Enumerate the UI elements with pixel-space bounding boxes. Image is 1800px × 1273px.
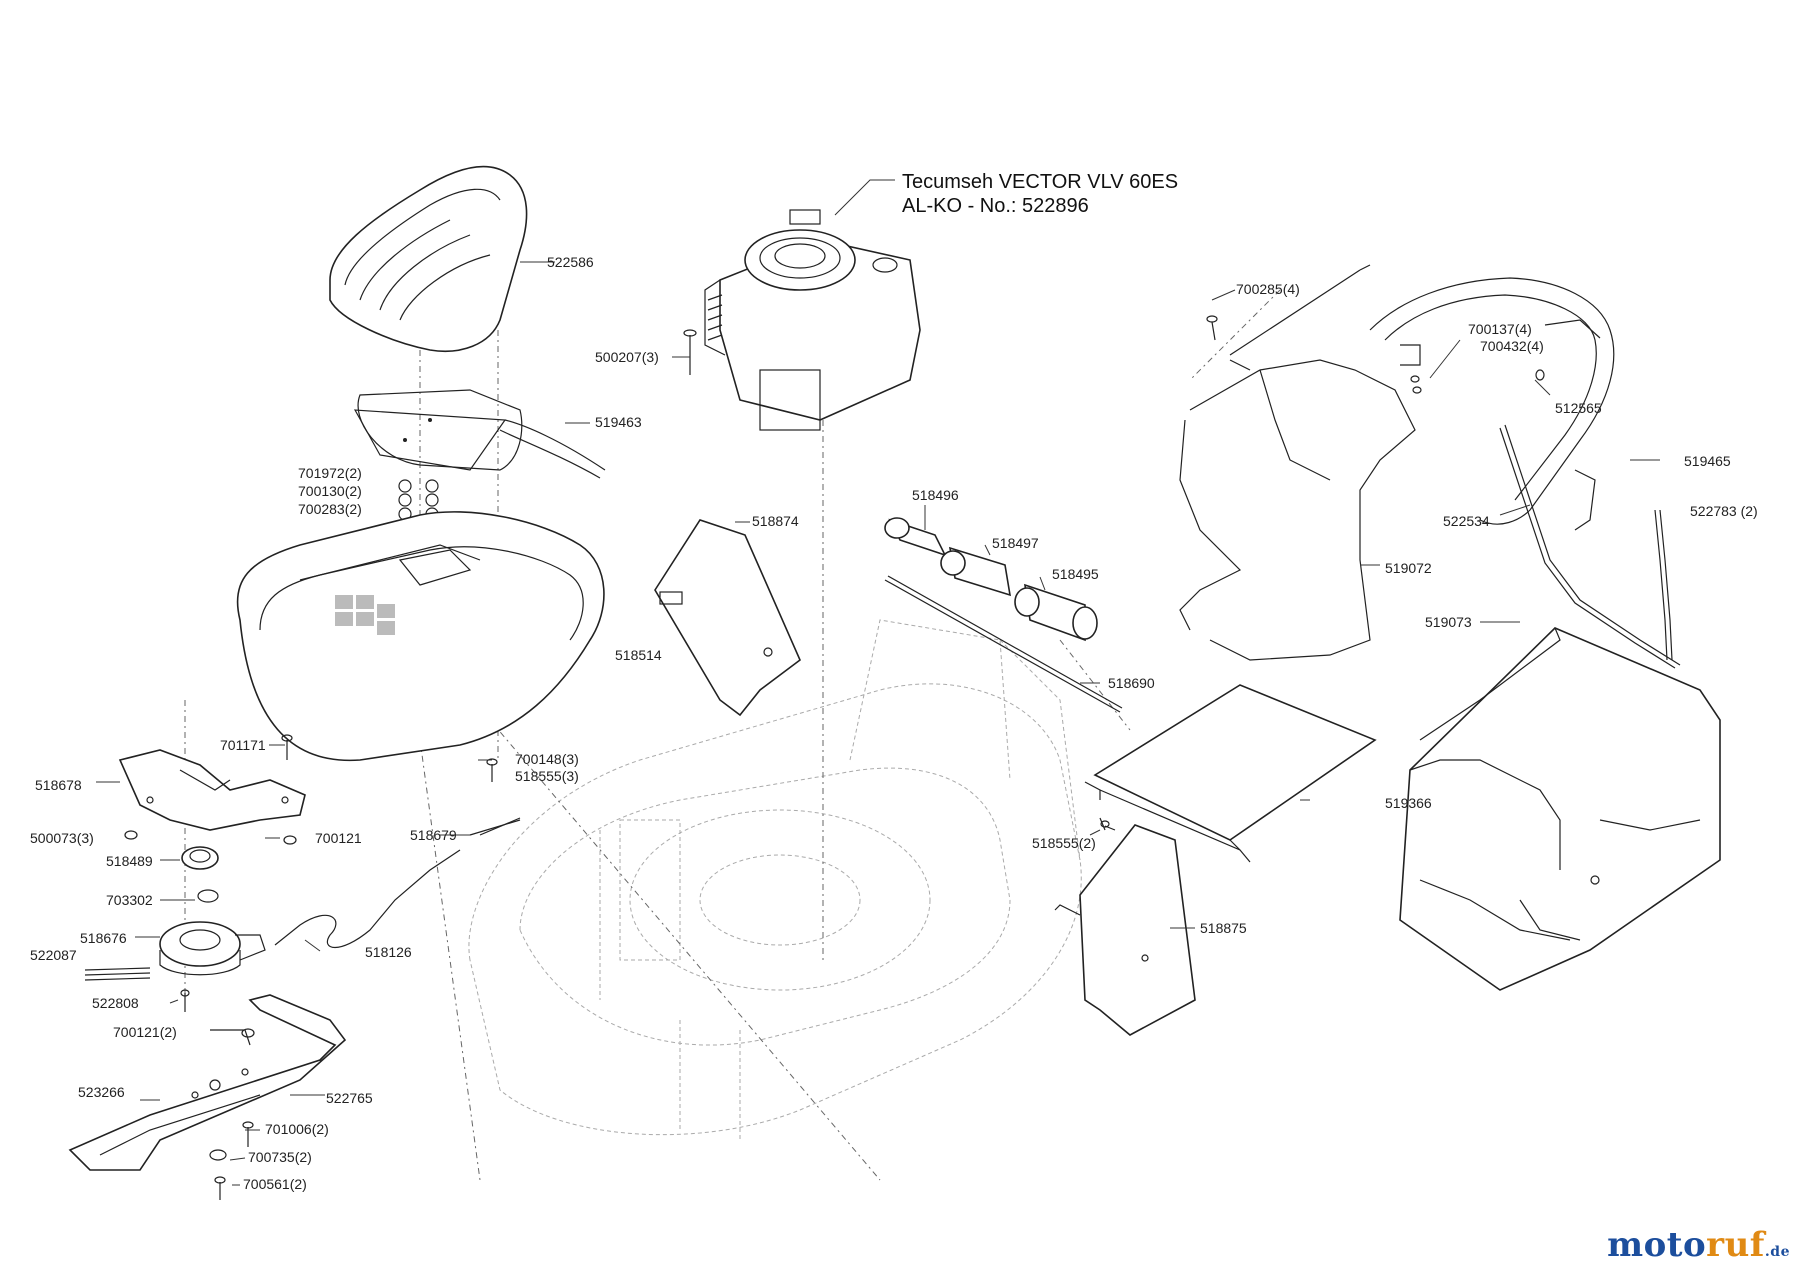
part-label: 522808 — [92, 995, 139, 1011]
engine-title-line-1: Tecumseh VECTOR VLV 60ES — [902, 171, 1178, 193]
roller-assembly — [884, 517, 1123, 713]
part-label: 518555(3) — [515, 768, 579, 784]
pulley-518489 — [181, 846, 219, 870]
part-label: 519072 — [1385, 560, 1432, 576]
small-bolts — [124, 315, 1545, 1200]
part-label: 518514 — [615, 647, 662, 663]
part-label: 523266 — [78, 1084, 125, 1100]
part-label: 518126 — [365, 944, 412, 960]
cable-518126 — [274, 819, 521, 948]
mower-chassis-outline — [468, 619, 1082, 1140]
rod-522783 — [1654, 509, 1673, 661]
part-label: 518489 — [106, 853, 153, 869]
clutch-518676 — [159, 921, 266, 976]
part-label: 512565 — [1555, 400, 1602, 416]
part-label: 700137(4) — [1468, 321, 1532, 337]
hood-cover-part — [236, 511, 605, 762]
part-label: 519465 — [1684, 453, 1731, 469]
part-label: 500073(3) — [30, 830, 94, 846]
part-label: 518555(2) — [1032, 835, 1096, 851]
part-label: 518676 — [80, 930, 127, 946]
part-label: 700561(2) — [243, 1176, 307, 1192]
part-label: 518690 — [1108, 675, 1155, 691]
part-label: 700130(2) — [298, 483, 362, 499]
engine-title-line-2: AL-KO - No.: 522896 — [902, 195, 1089, 217]
part-label: 500207(3) — [595, 349, 659, 365]
part-label: 700432(4) — [1480, 338, 1544, 354]
logo-text-main: moto — [1607, 1225, 1707, 1265]
seat-part — [329, 165, 528, 352]
part-label: 700148(3) — [515, 751, 579, 767]
handle-519465 — [1369, 277, 1615, 531]
part-label: 519366 — [1385, 795, 1432, 811]
side-plate-518875 — [1054, 817, 1196, 1036]
part-label: 519463 — [595, 414, 642, 430]
grass-catcher-519073 — [1399, 627, 1721, 991]
part-label: 518875 — [1200, 920, 1247, 936]
logo-text-tld: .de — [1764, 1244, 1790, 1260]
part-label: 518496 — [912, 487, 959, 503]
part-label: 700735(2) — [248, 1149, 312, 1165]
part-label: 700283(2) — [298, 501, 362, 517]
part-label: 703302 — [106, 892, 153, 908]
part-label: 701972(2) — [298, 465, 362, 481]
blade-holder-518678 — [118, 749, 306, 831]
part-label: 519073 — [1425, 614, 1472, 630]
engine-part — [704, 179, 921, 431]
chute-519366 — [1084, 684, 1377, 863]
part-label: 522783 (2) — [1690, 503, 1758, 519]
rod-522534 — [1499, 424, 1681, 669]
grass-box-frame-519072 — [1179, 264, 1416, 661]
side-panel-518874 — [654, 519, 801, 717]
part-label: 700121 — [315, 830, 362, 846]
part-label: 522765 — [326, 1090, 373, 1106]
part-label: 522087 — [30, 947, 77, 963]
part-label: 700121(2) — [113, 1024, 177, 1040]
part-label: 700285(4) — [1236, 281, 1300, 297]
motoruf-logo[interactable]: motoruf.de — [1607, 1225, 1790, 1265]
part-label: 518497 — [992, 535, 1039, 551]
part-label: 518678 — [35, 777, 82, 793]
part-label: 518495 — [1052, 566, 1099, 582]
washer-703302 — [197, 889, 219, 903]
seat-frame-part — [353, 389, 606, 479]
part-label: 522534 — [1443, 513, 1490, 529]
spring-522087 — [84, 967, 151, 981]
part-label: 701006(2) — [265, 1121, 329, 1137]
part-label: 518874 — [752, 513, 799, 529]
blade-523266 — [68, 994, 347, 1171]
part-label: 522586 — [547, 254, 594, 270]
logo-text-accent: ruf — [1706, 1225, 1765, 1265]
bolt-500207 — [683, 329, 697, 375]
part-label: 518679 — [410, 827, 457, 843]
leader-lines — [96, 261, 1660, 1186]
part-label: 701171 — [220, 737, 266, 753]
